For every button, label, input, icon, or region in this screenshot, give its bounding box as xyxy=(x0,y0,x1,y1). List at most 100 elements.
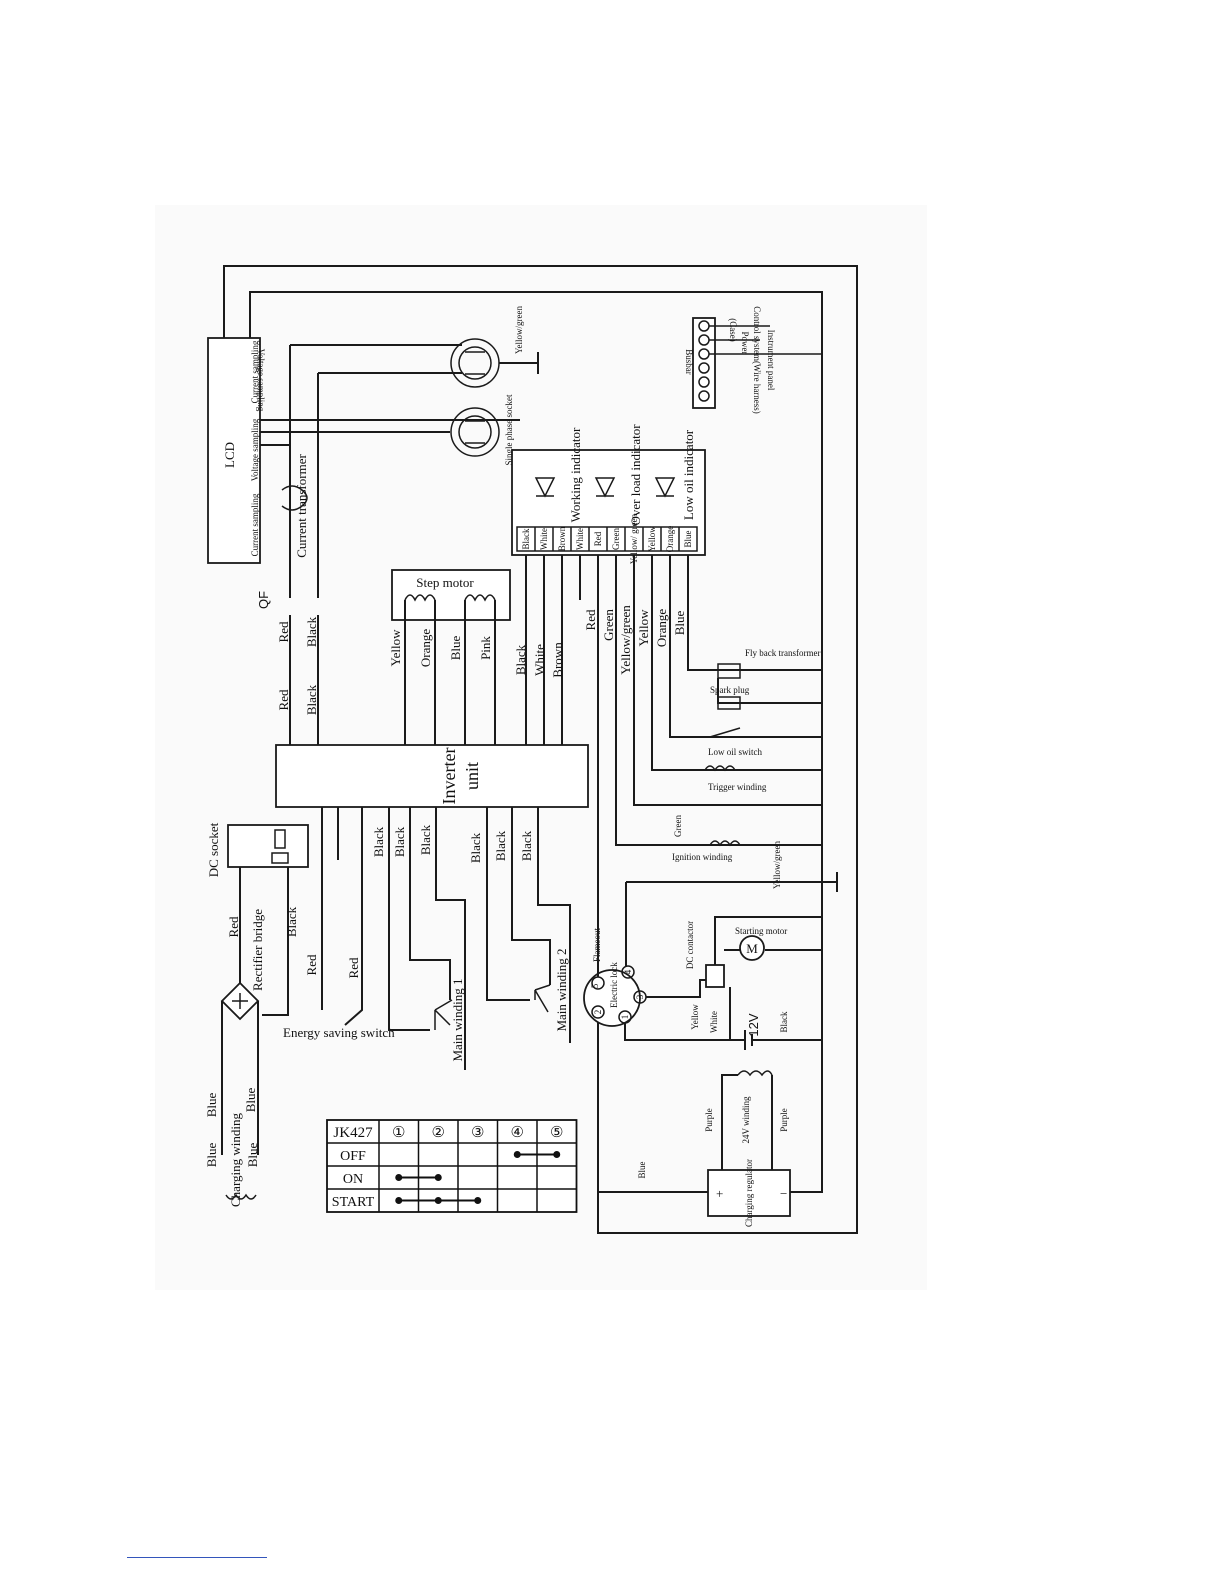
switch-table-row-label: ON xyxy=(343,1172,363,1187)
ind-green-label: Green xyxy=(601,609,616,641)
trigger-winding-label: Trigger winding xyxy=(708,782,767,792)
dc-contactor-icon xyxy=(705,964,725,988)
current-transformer-coil xyxy=(281,485,308,511)
mw1-black-label-1: Black xyxy=(371,826,386,857)
indicator-pin-label: White xyxy=(539,528,549,550)
charging-regulator xyxy=(707,1169,791,1217)
low-oil-led-icon xyxy=(654,477,676,498)
cw-blue-label-2: Blue xyxy=(243,1087,258,1112)
energy-saving-wires xyxy=(321,807,363,1026)
rectifier-bridge-label: Rectifier bridge xyxy=(250,909,265,991)
over-load-indicator-label: Over load indicator xyxy=(628,424,643,526)
indicator-pin-label: White xyxy=(575,528,585,550)
busbar-power-label: Power xyxy=(740,332,750,355)
indicator-pin-label: Yellow xyxy=(647,526,657,552)
single-phase-socket-2 xyxy=(450,407,500,457)
es-red-label-1: Red xyxy=(304,954,319,975)
ind-white-label: White xyxy=(532,644,547,676)
contactor-wires xyxy=(714,916,822,1040)
ignition-winding-label: Ignition winding xyxy=(672,852,733,862)
socket-ground-label: Yellow/green xyxy=(514,305,524,354)
purple-label-2: Purple xyxy=(779,1108,789,1132)
regulator-minus: − xyxy=(780,1186,787,1201)
indicator-pin-label: Green xyxy=(611,528,621,550)
indicator-pin-label: Red xyxy=(593,531,603,546)
dc-socket-label: DC socket xyxy=(206,822,221,877)
switch-table-header-cell: ⑤ xyxy=(550,1125,563,1141)
starting-motor-symbol: M xyxy=(746,941,758,956)
inverter-unit xyxy=(275,744,589,808)
lcd-box xyxy=(207,337,261,564)
dc-socket-wires xyxy=(239,867,289,1016)
ignition-winding-coil xyxy=(709,840,741,847)
ignition-green-label: Green xyxy=(673,815,683,837)
charging-regulator-label: Charging regulator xyxy=(744,1159,754,1227)
low-oil-switch-icon xyxy=(709,727,741,738)
main-winding-2-wires xyxy=(486,807,571,1043)
lcd-module: LCD Current sampling Voltage sampling Cu… xyxy=(207,337,266,564)
switch-connection-dot xyxy=(474,1197,482,1204)
switch-table-header-cell: ③ xyxy=(471,1125,484,1141)
outer-frame-loop xyxy=(223,265,858,1234)
socket-ground-wire xyxy=(499,352,539,374)
busbar-label: Busbar xyxy=(684,349,694,375)
main-winding-1-star xyxy=(434,999,453,1030)
switch-table-header-cell: JK427 xyxy=(333,1125,373,1141)
step-motor-label: Step motor xyxy=(416,575,474,590)
regulator-blue-wire xyxy=(597,1070,708,1193)
indicator-pin-label: Black xyxy=(521,528,531,549)
charging-winding-coil xyxy=(225,1193,257,1200)
charging-winding-wires xyxy=(221,1001,259,1155)
single-phase-socket-label: Single phase socket xyxy=(504,394,514,465)
mw2-black-label-1: Black xyxy=(468,832,483,863)
indicator-pin-label: Brown xyxy=(557,526,567,551)
ind-red-label: Red xyxy=(583,609,598,630)
qf-black-label: Black xyxy=(304,616,319,647)
switch-connection-dot xyxy=(434,1174,442,1181)
indicator-panel xyxy=(511,449,706,556)
ind-blue-label: Blue xyxy=(672,610,687,635)
cw-blue-label-3: Blue xyxy=(204,1142,219,1167)
low-oil-indicator-label: Low oil indicator xyxy=(681,429,696,520)
switch-connection-dot xyxy=(553,1151,561,1158)
busbar-instrument-label: Instrument panel xyxy=(766,330,776,391)
ind-brown-label: Brown xyxy=(550,642,565,678)
lock-terminal-3: 3 xyxy=(635,994,645,999)
indicator-pin-label: Yellow/ green xyxy=(629,513,639,564)
footer-rule xyxy=(127,1557,267,1558)
es-red-label-2: Red xyxy=(346,957,361,978)
inner-frame-loop xyxy=(249,291,823,1193)
mw2-black-label-3: Black xyxy=(519,830,534,861)
working-led-icon xyxy=(534,477,556,498)
dc-socket xyxy=(227,824,309,868)
inv-red-label: Red xyxy=(276,689,291,710)
cw-blue-label-4: Blue xyxy=(245,1142,260,1167)
spark-plug-icon xyxy=(717,696,741,710)
lock-white-label: White xyxy=(709,1011,719,1033)
fly-back-label: Fly back transformer xyxy=(745,648,820,658)
busbar-control-label: Control system(Wire harness) xyxy=(752,306,762,414)
lock-terminal-1: 1 xyxy=(620,1015,630,1020)
24v-winding-label: 24V winding xyxy=(741,1096,751,1144)
current-sampling-label-bottom: Current sampling xyxy=(250,493,260,556)
purple-label-1: Purple xyxy=(704,1108,714,1132)
mw1-black-label-3: Black xyxy=(418,824,433,855)
charging-winding-label: Charging winding xyxy=(228,1112,243,1207)
regulator-plus: + xyxy=(716,1186,723,1201)
overload-led-icon xyxy=(594,477,616,498)
24v-winding-coil xyxy=(737,1070,773,1077)
energy-saving-switch-label: Energy saving switch xyxy=(283,1025,395,1040)
main-winding-2-star xyxy=(534,984,551,1013)
switch-table-row-label: START xyxy=(332,1195,375,1210)
inverter-input-wires xyxy=(289,615,319,745)
inv-black-label: Black xyxy=(304,684,319,715)
working-indicator-label: Working indicator xyxy=(568,427,583,522)
current-sampling-label-top: Current sampling xyxy=(250,340,260,403)
ind-yellow-green-label: Yellow/green xyxy=(618,605,633,675)
voltage-sampling-label-top: Voltage sampling xyxy=(250,418,260,481)
qf-red-label: Red xyxy=(276,621,291,642)
indicator-pin-label: Orange xyxy=(665,526,675,553)
inverter-unit-label-2: unit xyxy=(462,762,482,790)
